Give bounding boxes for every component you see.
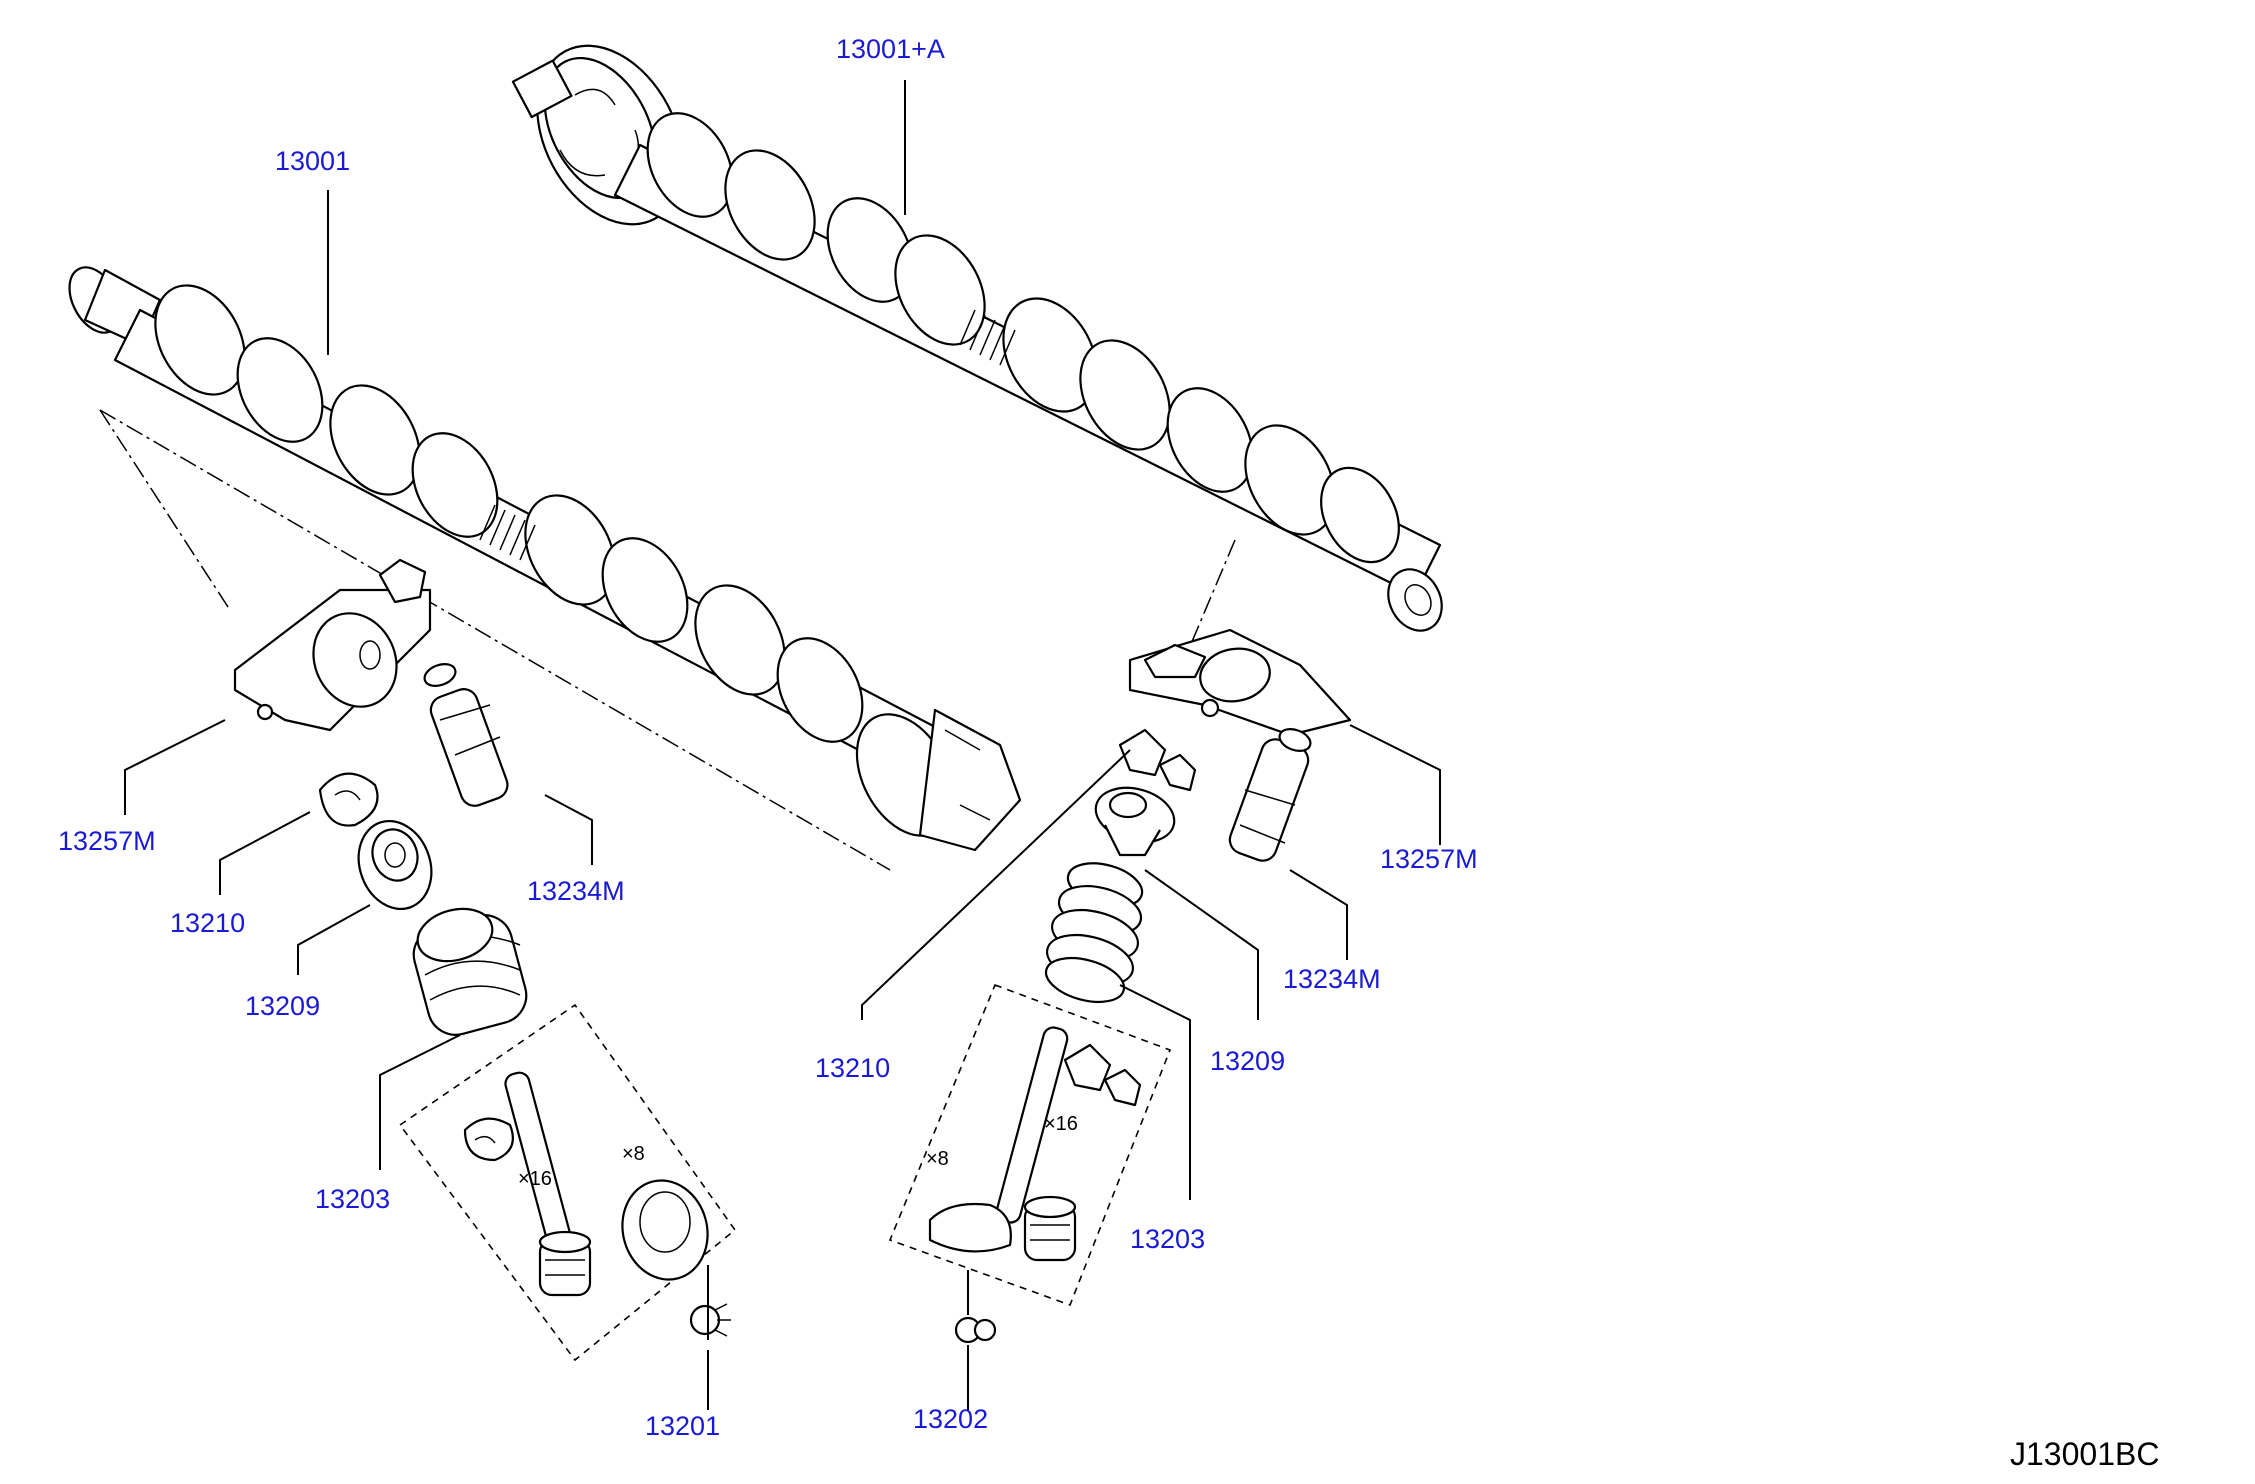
reference-line	[99, 409, 231, 611]
label-intake-camshaft[interactable]: 13001	[275, 146, 350, 176]
spring-retainer-left[interactable]	[347, 811, 444, 920]
qty-left-collets: ×16	[518, 1168, 552, 1190]
valve-stem-cap-left[interactable]	[689, 1303, 731, 1337]
valve-collet-right[interactable]	[1118, 728, 1197, 792]
label-valve-spring-right[interactable]: 13203	[1130, 1224, 1205, 1254]
valve-collet-icon-left	[463, 1117, 514, 1162]
valve-seal-right[interactable]	[1023, 1195, 1077, 1262]
qty-left-valve: ×8	[622, 1143, 645, 1165]
reference-line	[99, 409, 891, 871]
label-spring-retainer-left[interactable]: 13209	[245, 991, 320, 1021]
intake-camshaft[interactable]	[59, 259, 1022, 852]
label-valve-collet-right[interactable]: 13210	[815, 1053, 890, 1083]
qty-right-collets: ×16	[1044, 1113, 1078, 1135]
intake-valve[interactable]	[503, 1070, 718, 1289]
exhaust-camshaft[interactable]	[508, 21, 1452, 640]
exhaust-valve-kit-box	[888, 983, 1172, 1307]
valve-spring-left[interactable]	[407, 901, 532, 1041]
label-lash-adjuster-right[interactable]: 13234M	[1283, 964, 1381, 994]
rocker-arm-left[interactable]	[233, 558, 432, 732]
valve-stem-cap-right[interactable]	[954, 1316, 997, 1344]
label-exhaust-valve[interactable]: 13202	[913, 1404, 988, 1434]
spring-retainer-right[interactable]	[1090, 780, 1181, 857]
valve-seal-left[interactable]	[538, 1230, 592, 1297]
label-rocker-arm-right[interactable]: 13257M	[1380, 844, 1478, 874]
intake-valve-kit-box	[398, 1003, 737, 1362]
label-rocker-arm-left[interactable]: 13257M	[58, 826, 156, 856]
rocker-arm-right[interactable]	[1128, 628, 1352, 737]
valve-collet-left[interactable]	[318, 772, 379, 827]
diagram-code: J13001BC	[2010, 1436, 2159, 1472]
valve-collet-icon-right	[1063, 1043, 1142, 1107]
label-spring-retainer-right[interactable]: 13209	[1210, 1046, 1285, 1076]
label-exhaust-camshaft[interactable]: 13001+A	[836, 34, 945, 64]
valve-spring-right[interactable]	[1041, 856, 1147, 1010]
label-valve-spring-left[interactable]: 13203	[315, 1184, 390, 1214]
label-valve-collet-left[interactable]: 13210	[170, 908, 245, 938]
qty-right-valve: ×8	[926, 1148, 949, 1170]
label-lash-adjuster-left[interactable]: 13234M	[527, 876, 625, 906]
exhaust-valve[interactable]	[928, 1025, 1069, 1253]
lash-adjuster-left[interactable]	[422, 660, 512, 810]
label-intake-valve[interactable]: 13201	[645, 1411, 720, 1441]
leader-lines	[124, 80, 1441, 1410]
lash-adjuster-right[interactable]	[1226, 725, 1314, 864]
